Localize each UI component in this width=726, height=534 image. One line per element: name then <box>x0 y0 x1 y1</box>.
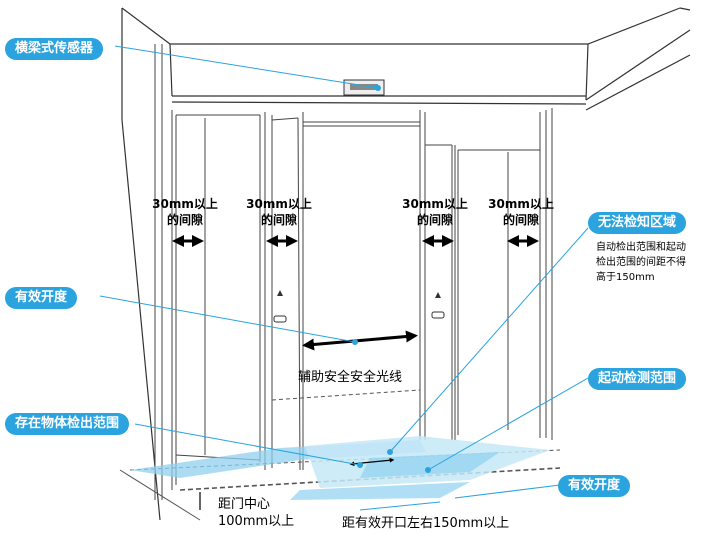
undetectable-note: 自动检出范围和起动 检出范围的间距不得 高于150mm <box>596 240 686 285</box>
door-frame-top <box>303 121 420 127</box>
gap-label-2-line1: 30mm以上 <box>246 197 312 211</box>
undetectable-note-line3: 高于150mm <box>596 272 655 283</box>
right-door-leaf <box>419 110 456 440</box>
door-center-line1: 距门中心 <box>218 497 271 512</box>
door-center-distance: 距门中心 100mm以上 <box>218 496 294 530</box>
undetectable-note-line2: 检出范围的间距不得 <box>596 257 686 268</box>
gap-label-2: 30mm以上 的间隙 <box>244 196 314 228</box>
gap-label-1-line1: 30mm以上 <box>152 197 218 211</box>
callout-leaders <box>99 45 589 511</box>
gap-label-2-line2: 的间隙 <box>260 213 297 227</box>
gap-label-4-line2: 的间隙 <box>502 213 539 227</box>
gap-label-3-line2: 的间隙 <box>416 213 453 227</box>
left-glass-panel <box>154 44 261 500</box>
door-center-line2: 100mm以上 <box>218 514 295 529</box>
right-glass-panel <box>457 108 553 440</box>
gap-label-3-line1: 30mm以上 <box>402 197 468 211</box>
gap-label-1-line2: 的间隙 <box>166 213 203 227</box>
callout-undetectable-zone: 无法检知区域 <box>588 212 687 234</box>
callout-effective-opening-right: 有效开度 <box>558 475 631 497</box>
callout-presence-detection: 存在物体检出范围 <box>5 413 130 435</box>
door-handle-left <box>273 290 287 323</box>
callout-dots <box>352 85 431 473</box>
callout-transom-sensor: 横梁式传感器 <box>5 38 104 60</box>
activation-zone <box>290 436 550 500</box>
callout-activation-detection: 起动检测范围 <box>588 368 687 390</box>
callout-effective-opening-left: 有效开度 <box>5 287 78 309</box>
gap-label-3: 30mm以上 的间隙 <box>400 196 470 228</box>
gap-label-1: 30mm以上 的间隙 <box>150 196 220 228</box>
gap-label-4: 30mm以上 的间隙 <box>486 196 556 228</box>
undetectable-note-line1: 自动检出范围和起动 <box>596 242 686 253</box>
effective-opening-arrow <box>302 330 418 351</box>
safety-beam-label: 辅助安全安全光线 <box>298 370 403 385</box>
door-handle-right <box>431 292 445 319</box>
gap-label-4-line1: 30mm以上 <box>488 197 554 211</box>
opening-side-distance: 距有效开口左右150mm以上 <box>342 516 510 531</box>
left-door-leaf <box>264 112 304 471</box>
wall-outline <box>121 7 691 521</box>
